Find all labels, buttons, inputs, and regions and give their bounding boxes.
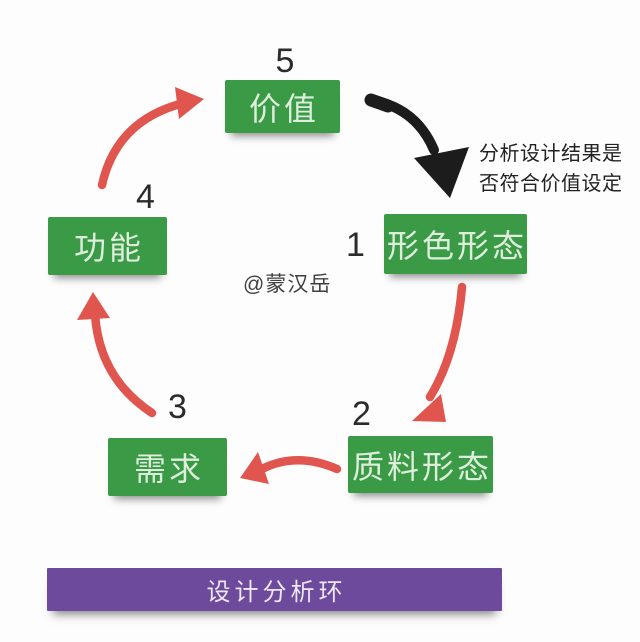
node-form-color: 形色形态 [384,214,527,274]
node-function: 功能 [48,217,167,275]
red-arrow-function-to-value [97,87,204,190]
annotation-text: 分析设计结果是 否符合价值设定 [479,139,623,199]
step-number-3: 3 [168,388,187,426]
title-banner: 设计分析环 [47,568,502,611]
black-feedback-arrow [364,93,469,198]
red-arrow-formcolor-to-material [412,282,467,422]
node-value: 价值 [225,80,340,133]
step-number-1: 1 [346,226,365,264]
node-demand: 需求 [108,438,227,496]
step-number-4: 4 [136,178,155,216]
red-arrow-demand-to-function [77,292,157,418]
step-number-2: 2 [352,395,371,433]
step-number-5: 5 [275,42,295,80]
node-material: 质料形态 [348,436,493,493]
watermark: @蒙汉岳 [243,273,332,296]
annotation-line-1: 分析设计结果是 [479,143,623,165]
red-arrow-material-to-demand [240,452,342,484]
annotation-line-2: 否符合价值设定 [479,173,623,195]
